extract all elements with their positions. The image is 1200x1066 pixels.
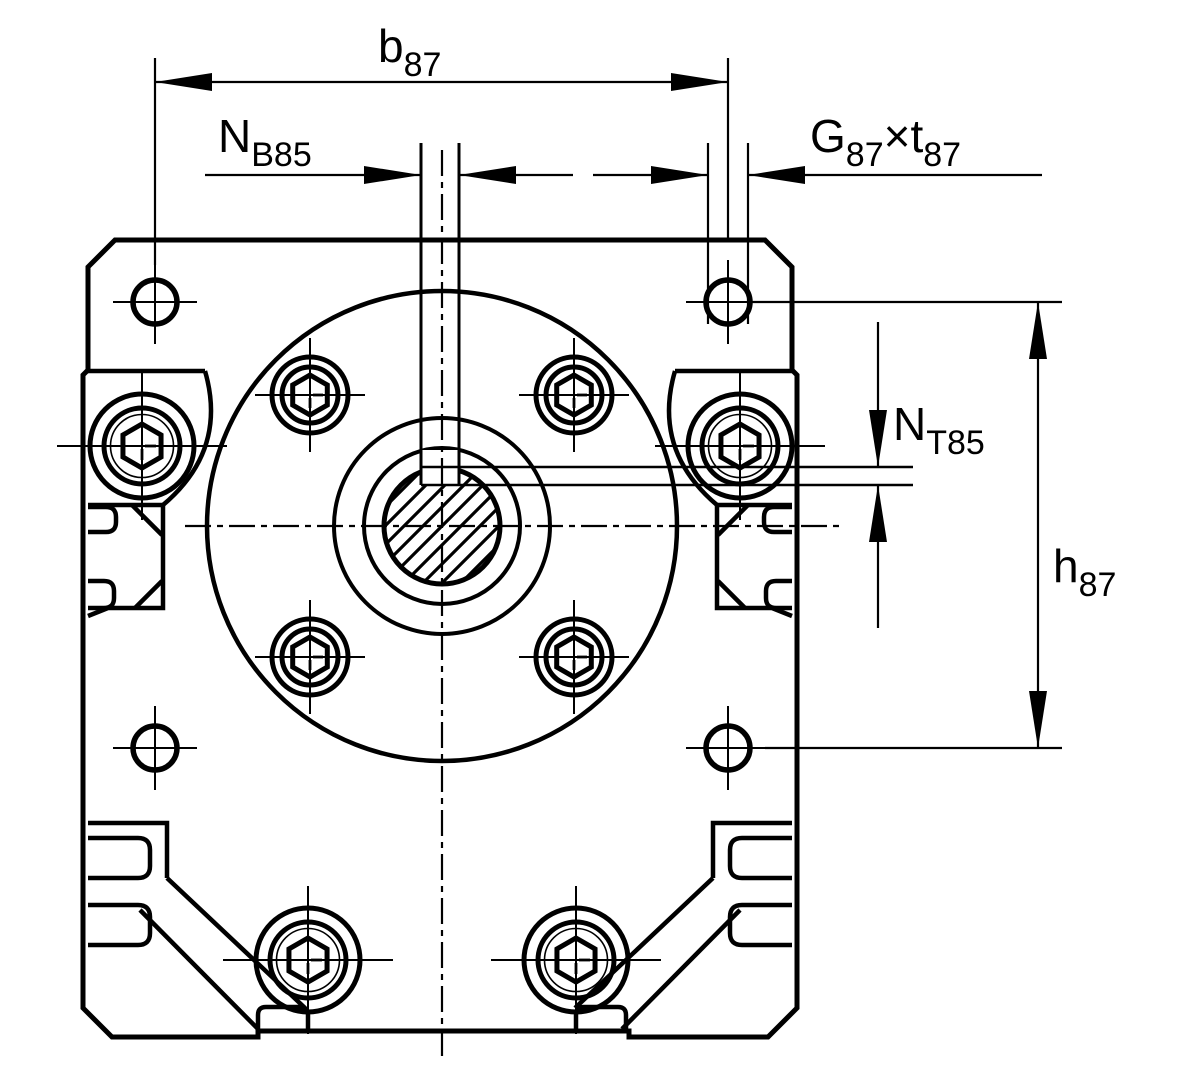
corner-hole-top-left (113, 260, 197, 344)
label-b87-sub: 87 (404, 46, 442, 84)
corner-hole-bottom-left (113, 706, 197, 790)
dim-b87-arrow-left (155, 73, 212, 91)
dim-nt85-arrow-down (869, 410, 887, 467)
dimension-labels: b87 NB85 G87×t87 NT85 h87 (218, 20, 1116, 604)
flange-screw-top-right (519, 338, 629, 452)
label-g87-base: G (810, 110, 846, 162)
bottom-right-foot-profile (573, 820, 792, 1031)
dim-nb85-arrow-right (459, 166, 516, 184)
label-nt85: NT85 (893, 398, 985, 462)
flange-screw-bottom-right (519, 600, 629, 714)
label-nb85: NB85 (218, 110, 312, 174)
keyway-reference-lines (419, 143, 913, 487)
housing-body (80, 237, 800, 1040)
dim-nb85-arrow-left (364, 166, 421, 184)
clamp-screw-bottom-left (223, 886, 393, 1034)
dim-h87-arrow-down (1029, 691, 1047, 748)
corner-hole-bottom-right (686, 706, 770, 790)
dim-b87-arrow-right (671, 73, 728, 91)
dimension-lines (153, 58, 1062, 750)
label-h87-base: h (1053, 540, 1079, 592)
dim-nb85 (205, 166, 573, 184)
label-times: × (884, 110, 911, 162)
label-t87-base: t (910, 110, 923, 162)
left-mount-rail (87, 368, 214, 619)
dim-h87-arrow-up (1029, 302, 1047, 359)
dim-nt85-arrow-up (869, 485, 887, 542)
dim-g87t87 (593, 143, 1042, 324)
right-mount-rail (666, 368, 793, 619)
flange-screw-top-left (255, 338, 365, 452)
housing-outline (80, 237, 800, 1040)
label-b87: b87 (378, 20, 441, 84)
label-nb85-sub: B85 (251, 136, 312, 174)
label-h87: h87 (1053, 540, 1116, 604)
label-g87xt87: G87×t87 (810, 110, 961, 174)
flange-screw-bottom-left (255, 600, 365, 714)
label-nt85-sub: T85 (926, 424, 985, 462)
dim-g87-arrow-right (748, 166, 805, 184)
label-nb85-base: N (218, 110, 251, 162)
dim-g87-arrow-left (651, 166, 708, 184)
dim-b87 (153, 58, 730, 265)
label-b87-base: b (378, 20, 404, 72)
dim-h87 (752, 300, 1062, 750)
centerlines (185, 150, 845, 1060)
dim-nt85 (869, 322, 887, 628)
label-g87-sub: 87 (846, 136, 884, 174)
clamp-screw-bottom-right (491, 886, 661, 1034)
label-t87-sub: 87 (923, 136, 961, 174)
label-h87-sub: 87 (1079, 566, 1117, 604)
label-nt85-base: N (893, 398, 926, 450)
